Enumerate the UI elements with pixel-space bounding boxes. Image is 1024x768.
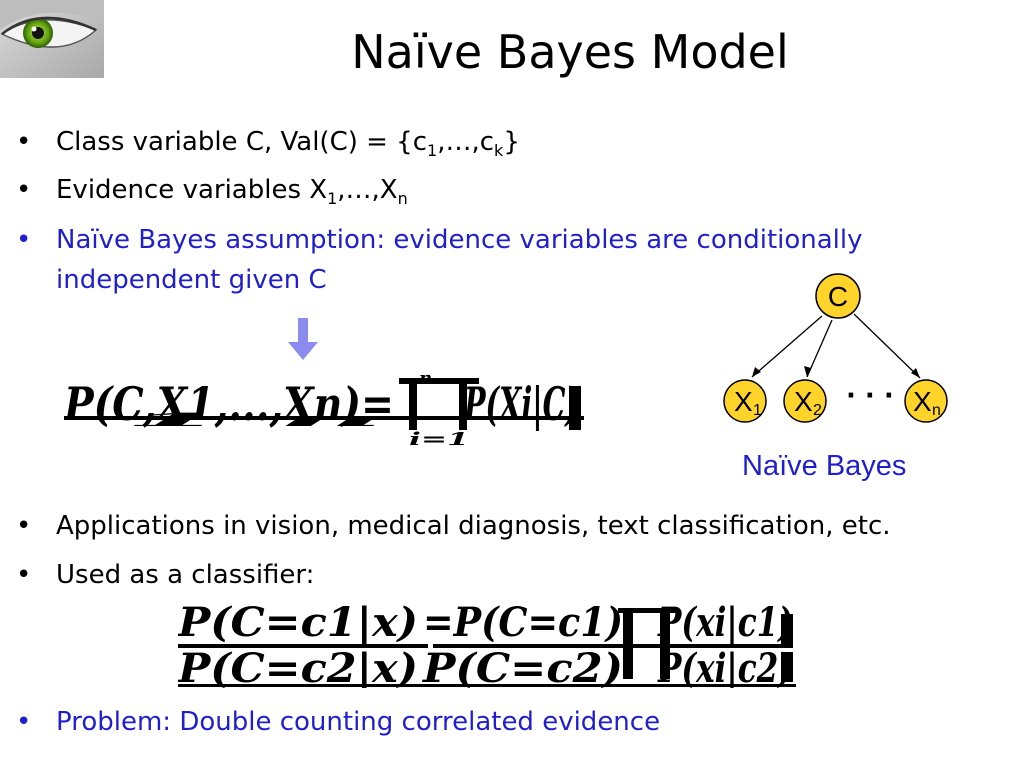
bullet-dot: • — [16, 127, 32, 157]
bullet-text: Evidence variables X — [56, 175, 328, 205]
node-label: C — [828, 281, 848, 312]
bullet-text: Applications in vision, medical diagnosi… — [56, 511, 891, 541]
slide-title: Naïve Bayes Model — [351, 25, 789, 79]
edge-c-xn — [853, 313, 921, 379]
bullet-text: ,…,c — [437, 127, 495, 157]
down-arrow-icon — [288, 318, 318, 360]
classifier-ratio-formula: P(C=c1|x) P(C=c2|x) =P(C=c1) P(C=c2) P(x… — [178, 604, 796, 688]
node-subscript: 2 — [813, 402, 822, 419]
svg-text:i=1: i=1 — [409, 429, 469, 450]
ellipsis: · · · — [846, 381, 894, 411]
subscript: n — [397, 189, 408, 209]
network-edges — [751, 313, 921, 379]
svg-text:P(C=c2|x): P(C=c2|x) — [178, 645, 418, 688]
node-x2: X 2 — [783, 379, 827, 423]
edge-c-x2 — [806, 319, 833, 378]
node-c: C — [815, 273, 861, 319]
bullet-dot: • — [16, 175, 32, 205]
svg-text:P(xi|c1): P(xi|c1) — [657, 604, 793, 646]
naive-bayes-network: C X 1 X 2 · · · X n — [723, 273, 948, 423]
bullet-dot: • — [16, 225, 32, 255]
eye-logo-icon — [0, 0, 104, 78]
bullet-text: } — [503, 127, 520, 157]
bullet-text: Used as a classifier: — [56, 560, 315, 590]
svg-text:P(C=c1|x): P(C=c1|x) — [178, 604, 418, 646]
bullet-dot: • — [16, 511, 32, 541]
node-subscript: 1 — [753, 402, 762, 419]
edge-c-x1 — [751, 315, 823, 378]
node-subscript: n — [932, 402, 941, 419]
bullet-text: Problem: Double counting correlated evid… — [56, 707, 661, 737]
svg-text:P(xi|c2): P(xi|c2) — [657, 645, 793, 688]
svg-text:P(C,X1,...,Xn)=: P(C,X1,...,Xn)= — [64, 377, 394, 431]
arrowhead — [804, 366, 811, 377]
arrowhead — [752, 367, 761, 377]
bullet-dot: • — [16, 707, 32, 737]
node-label: X — [734, 386, 753, 417]
subscript: 1 — [427, 141, 438, 161]
subscript: k — [494, 141, 504, 161]
svg-text:P(Xi|C): P(Xi|C) — [463, 377, 579, 431]
svg-text:1 n: 1 n — [124, 410, 384, 431]
node-label: X — [794, 386, 813, 417]
joint-probability-formula: P(C,X1,...,Xn)= 1 n n i=1 P(Xi|C) — [64, 370, 584, 450]
svg-text:P(C=c2): P(C=c2) — [422, 645, 623, 688]
bullet-text: Naïve Bayes assumption: evidence variabl… — [56, 225, 863, 255]
node-xn: X n — [904, 379, 948, 423]
bullet-text: ,…,X — [337, 175, 398, 205]
subscript: 1 — [327, 189, 338, 209]
svg-text:=P(C=c1): =P(C=c1) — [423, 604, 623, 646]
arrowhead — [911, 368, 920, 378]
bullet-text: independent given C — [56, 265, 327, 295]
node-label: X — [913, 386, 932, 417]
diagram-caption: Naïve Bayes — [742, 450, 907, 482]
node-x1: X 1 — [723, 379, 767, 423]
bullet-dot: • — [16, 560, 32, 590]
bullet-text: Class variable C, Val(C) = {c — [56, 127, 428, 157]
